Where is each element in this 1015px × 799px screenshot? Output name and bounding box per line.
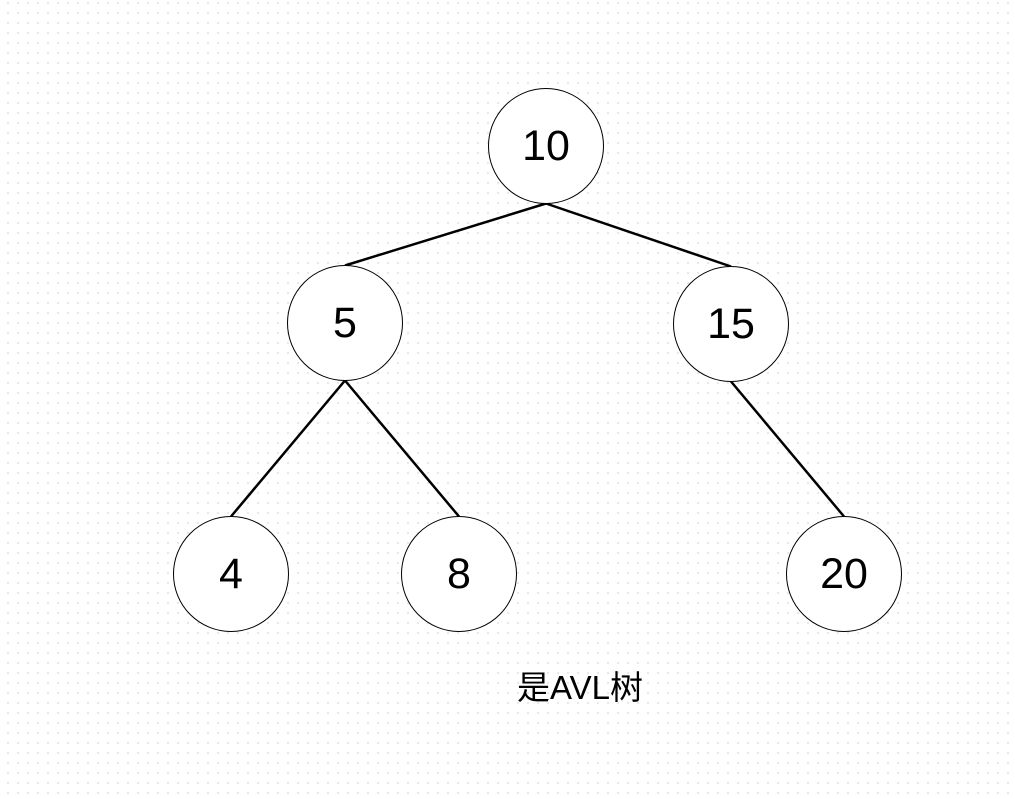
tree-node-circle-15 bbox=[673, 266, 789, 382]
tree-edge-15-20 bbox=[730, 380, 845, 518]
tree-node-20: 20 bbox=[786, 516, 902, 632]
tree-node-circle-5 bbox=[287, 265, 403, 381]
tree-node-circle-10 bbox=[488, 88, 604, 204]
tree-node-circle-4 bbox=[173, 516, 289, 632]
tree-node-15: 15 bbox=[673, 266, 789, 382]
tree-node-circle-8 bbox=[401, 516, 517, 632]
tree-node-label-5: 5 bbox=[333, 299, 357, 347]
tree-edge-5-4 bbox=[230, 379, 346, 518]
tree-node-8: 8 bbox=[401, 516, 517, 632]
tree-edge-10-5 bbox=[344, 202, 547, 267]
tree-node-label-15: 15 bbox=[707, 300, 755, 348]
tree-node-circle-20 bbox=[786, 516, 902, 632]
tree-node-label-10: 10 bbox=[522, 122, 570, 170]
tree-edge-10-15 bbox=[545, 202, 732, 268]
diagram-caption: 是AVL树 bbox=[517, 669, 643, 706]
tree-node-4: 4 bbox=[173, 516, 289, 632]
tree-node-label-8: 8 bbox=[447, 550, 471, 598]
tree-node-label-20: 20 bbox=[820, 550, 868, 598]
tree-node-label-4: 4 bbox=[219, 550, 243, 598]
tree-node-5: 5 bbox=[287, 265, 403, 381]
tree-node-10: 10 bbox=[488, 88, 604, 204]
tree-edge-5-8 bbox=[344, 379, 460, 518]
